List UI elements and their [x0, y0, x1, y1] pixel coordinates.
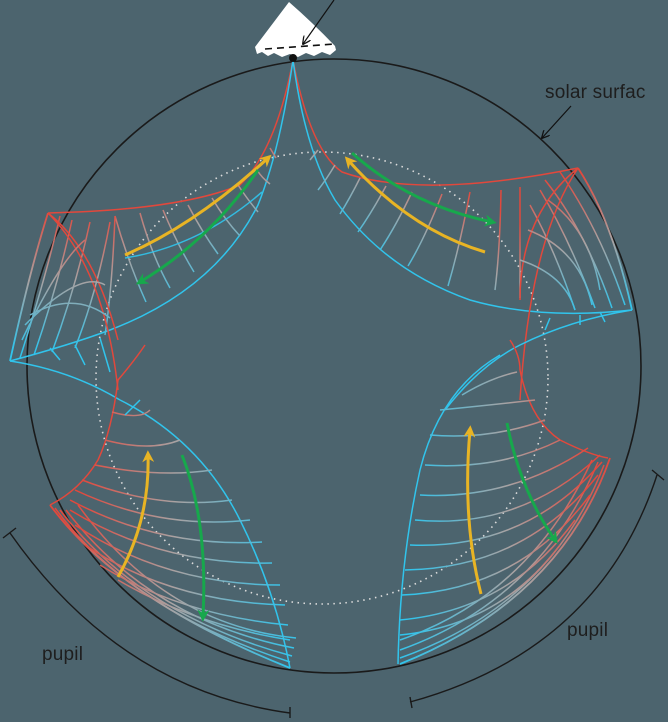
- forward-arrow: [344, 156, 486, 254]
- lobe-top-right: [292, 59, 633, 411]
- solar-surface-label: solar surfac: [545, 82, 646, 103]
- solar-surface-pointer: [542, 105, 572, 138]
- arrow-pair-top-left: [124, 154, 272, 285]
- source-point: [289, 54, 297, 62]
- return-arrow: [180, 454, 210, 622]
- arrow-pair-bottom-right: [463, 422, 558, 595]
- forward-arrow: [116, 450, 155, 578]
- return-arrow: [350, 151, 497, 227]
- solar-surface-circle: [26, 58, 642, 674]
- pupil-bracket-right: [409, 469, 665, 709]
- lobe-bottom-right: [397, 339, 611, 665]
- pupil-label-left: pupil: [42, 644, 84, 665]
- return-arrow: [135, 169, 260, 285]
- return-arrow: [505, 422, 558, 544]
- lobe-top-left: [9, 59, 294, 401]
- inner-dotted-circle: [95, 151, 549, 605]
- arrow-pair-top-right: [344, 151, 497, 254]
- pupil-bracket-left: [2, 527, 291, 718]
- white-triangle-icon: [255, 2, 336, 57]
- forward-arrow: [463, 425, 483, 595]
- pupil-label-right: pupil: [567, 620, 609, 641]
- lobe-bottom-left: [49, 344, 297, 669]
- forward-arrow: [124, 154, 272, 257]
- arrow-pair-bottom-left: [116, 450, 210, 622]
- source-marker: [255, 0, 336, 62]
